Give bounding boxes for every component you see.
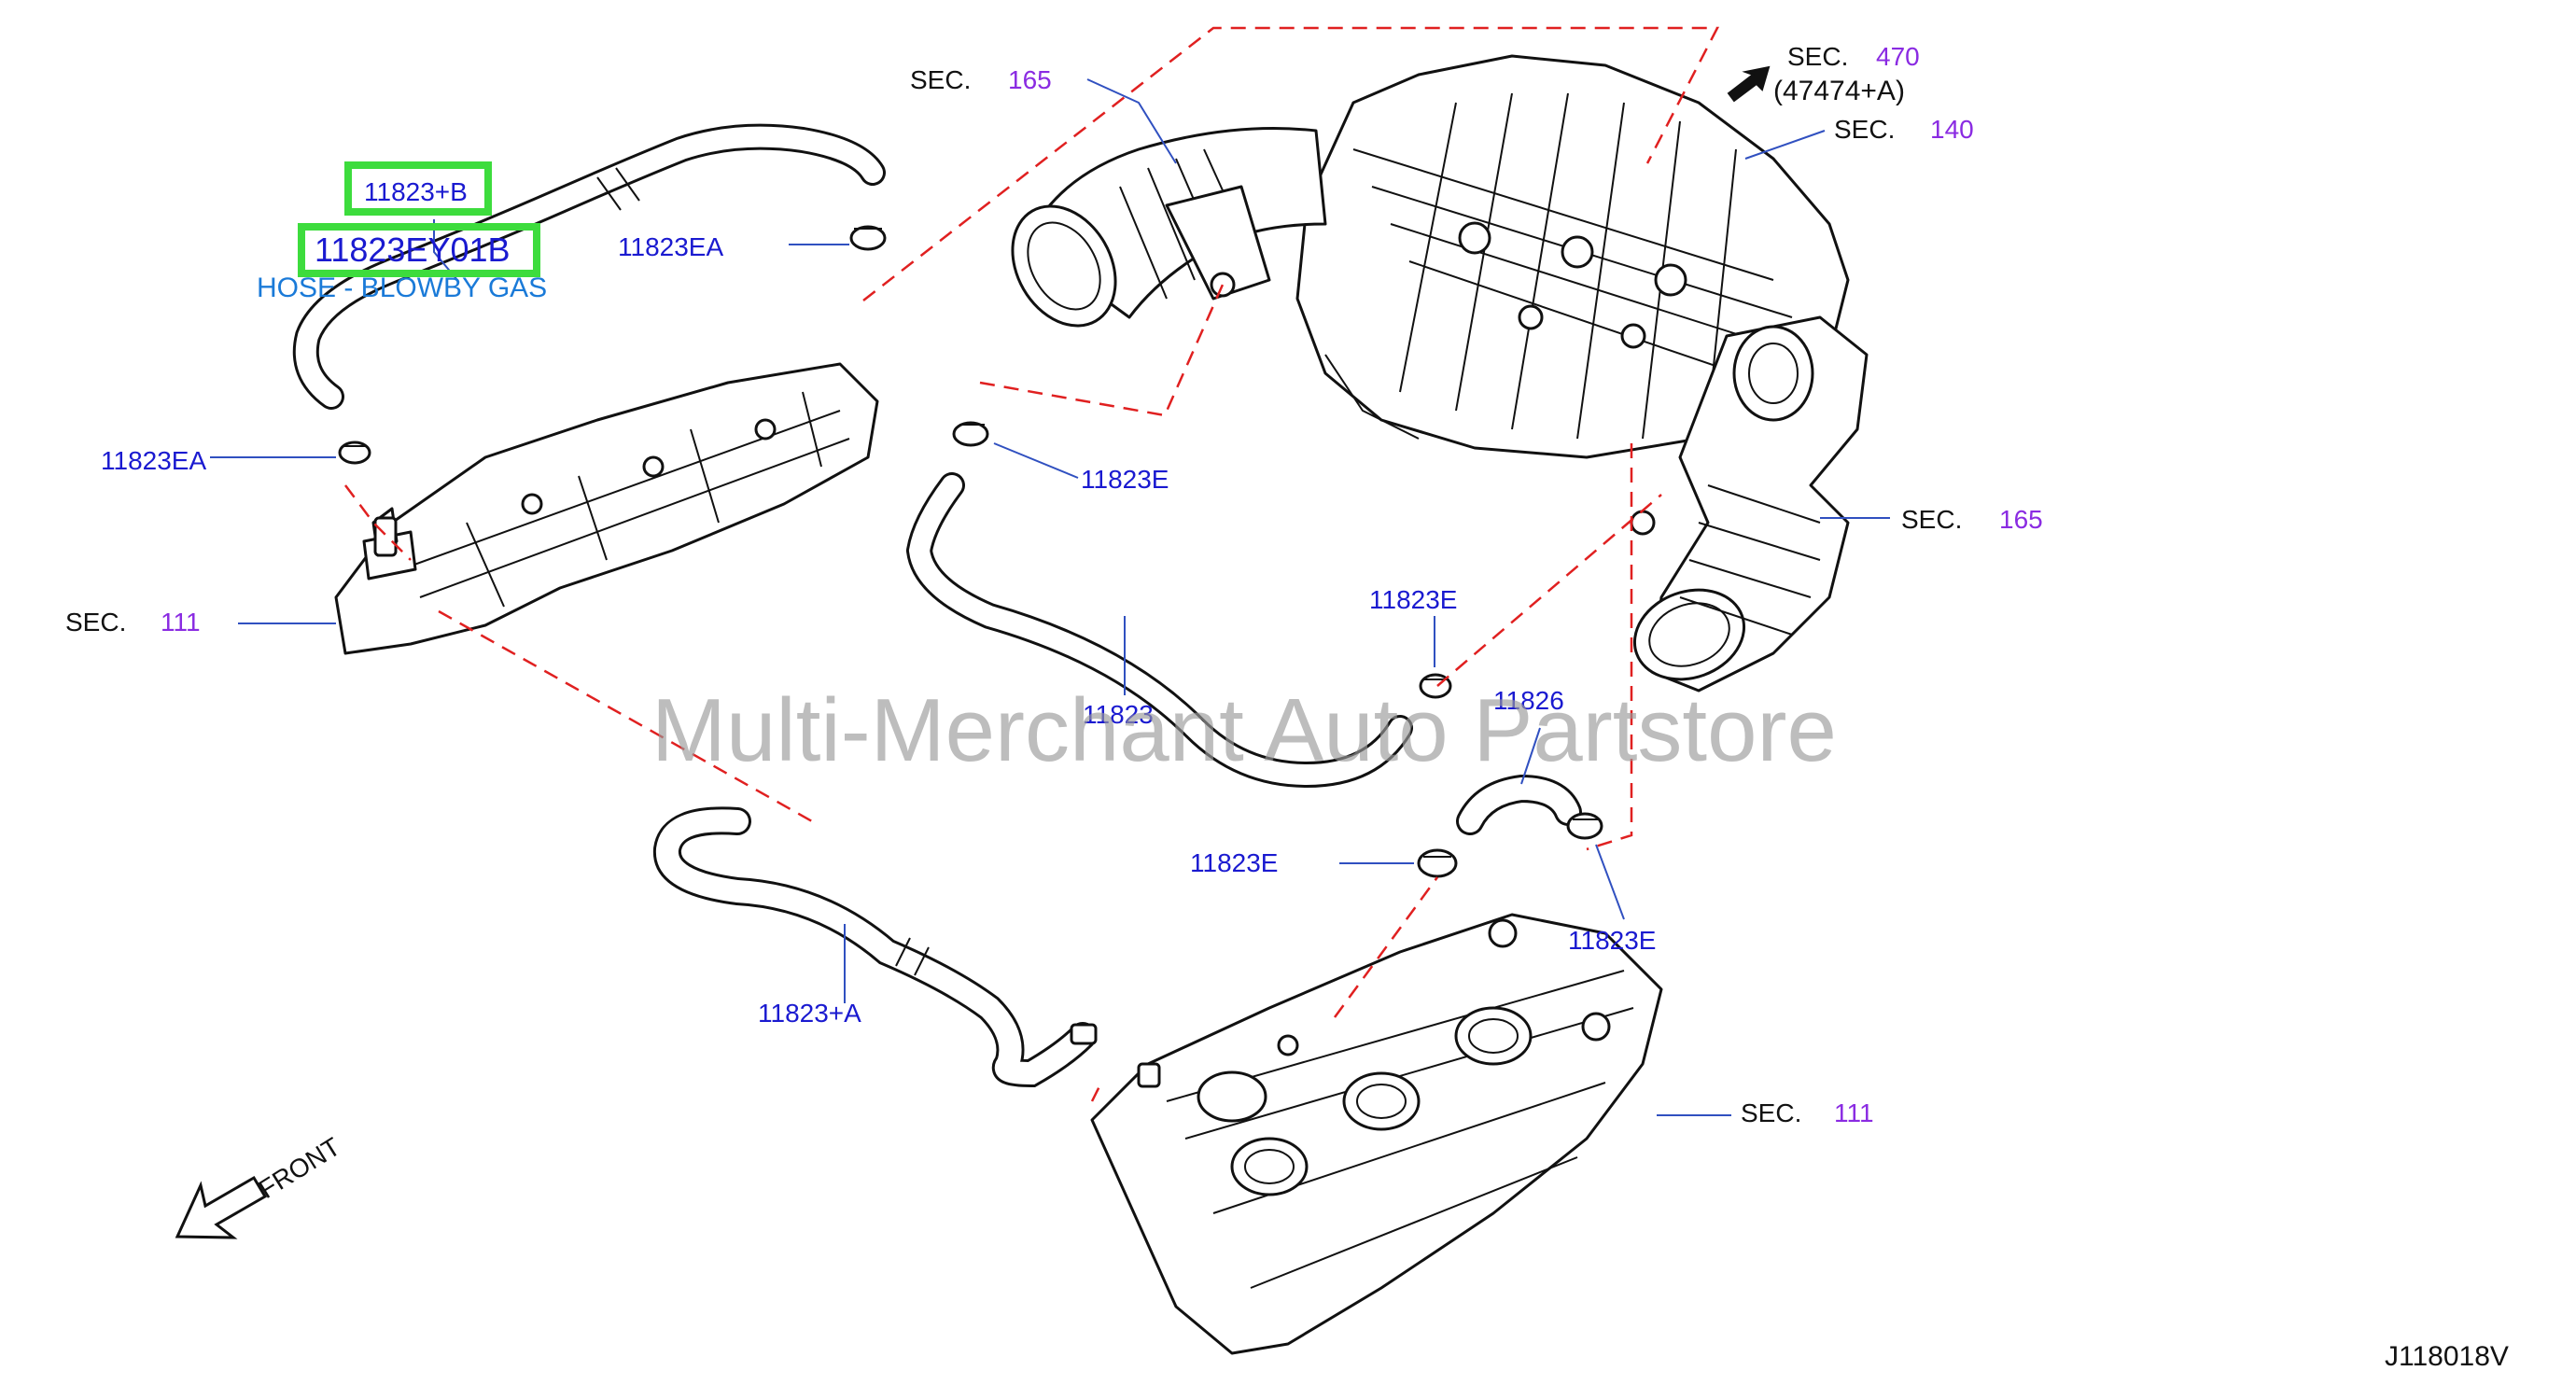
part-label-clamp-e-upper[interactable]: 11823E [1081, 465, 1169, 494]
part-label-clamp-e-lower-right[interactable]: 11823E [1568, 926, 1656, 955]
valve-cover-left[interactable] [334, 362, 879, 655]
clamp-e-lower-right[interactable] [1566, 812, 1603, 840]
valve-cover-right[interactable] [1090, 913, 1663, 1355]
sec-140-prefix: SEC. [1834, 115, 1895, 144]
hose-11826[interactable] [1456, 774, 1582, 835]
connection-dashes [344, 26, 1720, 1102]
highlight-description: HOSE - BLOWBY GAS [257, 273, 547, 303]
front-label: FRONT [254, 1132, 345, 1204]
part-label-clamp-e-mid[interactable]: 11823E [1369, 585, 1457, 614]
hose-blowby-11823b[interactable] [292, 123, 886, 410]
highlight-box-part-a [344, 161, 492, 216]
part-label-hose-11823[interactable]: 11823 [1083, 700, 1154, 729]
sec-165-right-prefix: SEC. [1901, 505, 1962, 534]
highlight-box-part-b [298, 223, 540, 277]
sec-111-bottom-prefix: SEC. [1741, 1098, 1801, 1127]
sec-165-right-number[interactable]: 165 [1999, 505, 2043, 534]
sec-470-ref: (47474+A) [1773, 76, 1905, 106]
sec-470-prefix: SEC. [1787, 42, 1848, 71]
part-label-clamp-e-lower-left[interactable]: 11823E [1190, 848, 1278, 877]
air-duct-right[interactable] [1622, 315, 1869, 694]
watermark-text: Multi-Merchant Auto Partstore [651, 680, 1837, 780]
part-label-clamp-ea-top[interactable]: 11823EA [618, 232, 723, 261]
clamp-ea-left[interactable] [338, 441, 371, 465]
sec-111-left-number[interactable]: 111 [161, 608, 201, 637]
pcv-fitting-left [373, 516, 1161, 1088]
air-duct-upper[interactable] [992, 127, 1327, 344]
highlight-part-b-label[interactable]: 11823EY01B [315, 231, 511, 269]
part-label-clamp-ea-left[interactable]: 11823EA [101, 446, 206, 475]
sec-111-bottom-number[interactable]: 111 [1834, 1098, 1874, 1127]
sec-165-top-number[interactable]: 165 [1008, 65, 1052, 94]
leader-lines [210, 78, 1890, 1116]
clamp-e-upper[interactable] [952, 421, 989, 447]
sec-111-left-prefix: SEC. [65, 608, 126, 637]
highlight-part-a-label[interactable]: 11823+B [364, 177, 468, 206]
sec-470-arrow [1727, 65, 1771, 103]
part-label-hose-11826[interactable]: 11826 [1493, 686, 1564, 715]
sec-140-number[interactable]: 140 [1930, 115, 1974, 144]
front-arrow-icon [175, 1175, 268, 1239]
sec-470-number[interactable]: 470 [1876, 42, 1920, 71]
clamp-ea-top[interactable] [849, 225, 887, 251]
clamp-e-lower-left[interactable] [1417, 848, 1458, 878]
sec-165-top-prefix: SEC. [910, 65, 971, 94]
hose-11823a[interactable] [652, 806, 1097, 1088]
diagram-code: J118018V [2385, 1341, 2509, 1372]
part-label-hose-11823a[interactable]: 11823+A [758, 999, 861, 1028]
hose-11823[interactable] [905, 472, 1413, 789]
